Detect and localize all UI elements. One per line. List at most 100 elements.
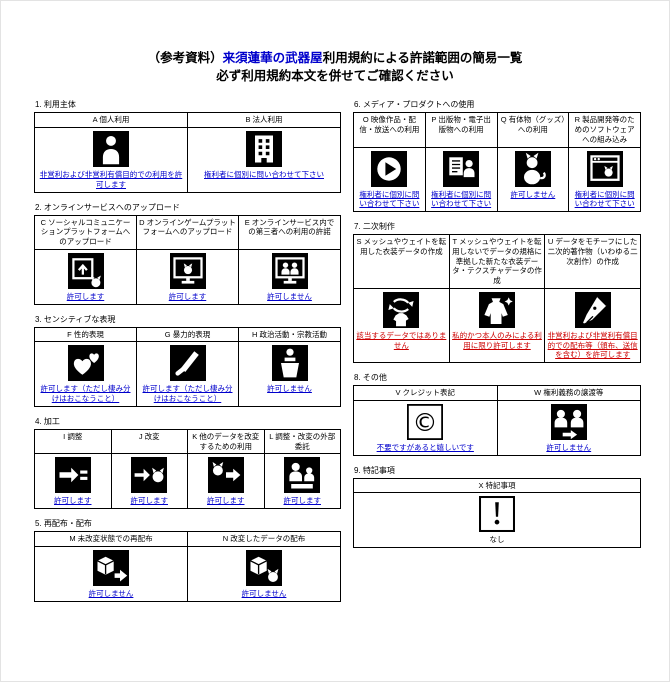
document-person-icon [443,150,480,187]
item-result-R[interactable]: 権利者に個別に問い合わせて下さい [574,189,635,209]
item-cell-L: 許可します [263,453,341,509]
item-label-T: T メッシュやウェイトを転用しないでデータの規格に準拠した新たな衣装データ・テク… [448,234,546,289]
cat-figure-icon [514,150,551,187]
processing-table: I 調整 J 改変 K 他のデータを改変するための利用 L 調整・改変の外部委託… [34,428,341,509]
item-result-D[interactable]: 許可します [168,291,207,301]
section-heading: 5. 再配布・配布 [35,519,92,528]
package-arrow-icon [93,549,129,586]
item-label-Q: Q 有体物（グッズ）への利用 [496,112,570,148]
item-result-Q[interactable]: 許可しません [510,189,556,199]
section-others: 8. その他 V クレジット表記 W 権利義務の譲渡等 © 不要ですがあると嬉し… [353,372,641,456]
item-result-G[interactable]: 許可します（ただし棲み分けはおこなうこと） [142,384,233,403]
item-label-V: V クレジット表記 [353,385,498,401]
section-processing: 4. 加工 I 調整 J 改変 K 他のデータを改変するための利用 L 調整・改… [34,416,341,509]
title-line-2: 必ず利用規約本文を併せてご確認ください [216,69,454,84]
others-table: V クレジット表記 W 権利義務の譲渡等 © 不要ですがあると嬉しいです 許可し… [353,385,641,456]
section-heading: 2. オンラインサービスへのアップロード [35,202,180,212]
section-online-upload: 2. オンラインサービスへのアップロード C ソーシャルコミュニケーションプラッ… [34,202,341,305]
pen-icon [574,291,611,328]
item-result-N[interactable]: 許可しません [241,588,287,598]
monitor-cat-icon [169,252,206,289]
hearts-icon [67,345,104,382]
item-cell-N: 許可しません [187,545,341,602]
item-label-H: H 政治活動・宗教活動 [238,326,341,343]
section-usage-subject: 1. 利用主体 A 個人利用 B 法人利用 非営利および非営利有償目的での利用を… [34,99,341,193]
item-result-B[interactable]: 権利者に個別に問い合わせて下さい [204,170,324,179]
section-derivative-works: 7. 二次制作 S メッシュやウェイトを転用した衣装データの作成 T メッシュや… [353,221,641,364]
item-cell-I: 許可します [34,453,112,509]
section-heading: 9. 特記事項 [354,465,395,475]
item-cell-D: 許可します [136,248,239,305]
item-result-L[interactable]: 許可します [283,496,322,506]
two-column-layout: 1. 利用主体 A 個人利用 B 法人利用 非営利および非営利有償目的での利用を… [34,99,641,610]
item-result-J[interactable]: 許可します [130,496,169,506]
section-sensitive-expression: 3. センシティブな表現 F 性的表現 G 暴力的表現 H 政治活動・宗教活動 … [34,314,341,407]
item-result-E[interactable]: 許可しません [267,291,312,301]
item-label-E: E オンラインサービス内での第三者への利用の許諾 [238,214,341,250]
section-heading: 3. センシティブな表現 [35,314,116,324]
item-cell-B: 権利者に個別に問い合わせて下さい [187,127,341,193]
section-heading: 4. 加工 [35,416,60,426]
item-cell-T: 私的かつ本人のみによる利用に限り許可します [448,287,546,364]
item-cell-V: © 不要ですがあると嬉しいです [353,399,498,456]
item-cell-H: 許可しません [238,341,341,407]
section-heading: 8. その他 [354,373,387,382]
item-label-N: N 改変したデータの配布 [187,531,341,547]
page-title: （参考資料）来須蓮華の武器屋利用規約による許諾範囲の簡易一覧 必ず利用規約本文を… [1,49,669,85]
media-product-table: O 映像作品・配信・放送への利用 P 出版物・電子出版物への利用 Q 有体物（グ… [353,112,641,212]
item-label-K: K 他のデータを改変するための利用 [187,428,265,455]
item-cell-C: 許可します [34,248,137,305]
item-result-H[interactable]: 許可しません [267,384,312,394]
section-heading: 7. 二次制作 [354,222,395,231]
item-label-C: C ソーシャルコミュニケーションプラットフォームへのアップロード [34,214,137,250]
item-cell-S: 該当するデータではありません [353,287,450,364]
svg-text:©: © [413,408,438,437]
section-special-notes: 9. 特記事項 X 特記事項 なし [353,465,641,549]
online-upload-table: C ソーシャルコミュニケーションプラットフォームへのアップロード D オンライン… [34,214,341,305]
item-result-F[interactable]: 許可します（ただし棲み分けはおこなうこと） [40,384,131,403]
section-media-product: 6. メディア・プロダクトへの使用 O 映像作品・配信・放送への利用 P 出版物… [353,99,641,212]
upload-box-cat-icon [67,252,104,289]
item-label-U: U データをモチーフにした二次的著作物（いわゆる二次創作）の作成 [544,234,641,289]
item-result-K[interactable]: 許可します [207,496,245,506]
item-result-U[interactable]: 非営利および非営利有償目的での配布等（頒布、送信を含む）を許可します [547,330,638,360]
item-label-G: G 暴力的表現 [136,326,239,343]
item-cell-Q: 許可しません [496,146,570,212]
item-result-C[interactable]: 許可します [66,291,105,301]
usage-subject-table: A 個人利用 B 法人利用 非営利および非営利有償目的での利用を許可します 権利… [34,112,341,193]
package-cat-icon [246,549,282,586]
derivative-works-table: S メッシュやウェイトを転用した衣装データの作成 T メッシュやウェイトを転用し… [353,234,641,364]
item-label-I: I 調整 [34,428,112,455]
item-cell-G: 許可します（ただし棲み分けはおこなうこと） [136,341,239,407]
item-label-D: D オンラインゲームプラットフォームへのアップロード [136,214,239,250]
exclamation-icon [479,496,515,533]
item-label-O: O 映像作品・配信・放送への利用 [353,112,426,148]
item-cell-J: 許可します [110,453,188,509]
item-cell-R: 権利者に個別に問い合わせて下さい [568,146,641,212]
item-label-B: B 法人利用 [187,112,341,128]
title-shop-name-link[interactable]: 来須蓮華の武器屋 [222,51,323,65]
app-window-cat-icon [586,150,623,187]
item-result-I[interactable]: 許可します [54,496,92,506]
item-result-S[interactable]: 該当するデータではありません [356,330,447,350]
item-label-P: P 出版物・電子出版物への利用 [424,112,498,148]
item-result-A[interactable]: 非営利および非営利有償目的での利用を許可します [39,170,183,189]
item-result-W[interactable]: 許可しません [546,442,592,452]
item-label-M: M 未改変状態での再配布 [34,531,188,547]
item-result-M[interactable]: 許可しません [88,588,134,598]
monitor-users-icon [271,252,308,289]
item-result-T[interactable]: 私的かつ本人のみによる利用に限り許可します [452,330,542,350]
item-label-L: L 調整・改変の外部委託 [263,428,341,455]
item-result-O[interactable]: 権利者に個別に問い合わせて下さい [359,189,420,209]
item-label-F: F 性的表現 [34,326,137,343]
building-icon [246,131,282,167]
podium-speech-icon [271,345,308,382]
modify-arrow-cat-icon [131,457,168,494]
special-notes-table: X 特記事項 なし [353,477,641,549]
item-result-P[interactable]: 権利者に個別に問い合わせて下さい [431,189,492,209]
play-button-icon [371,150,408,187]
copyright-icon: © [407,403,444,440]
item-result-V[interactable]: 不要ですがあると嬉しいです [376,442,474,452]
section-redistribution: 5. 再配布・配布 M 未改変状態での再配布 N 改変したデータの配布 許可しま… [34,518,341,602]
